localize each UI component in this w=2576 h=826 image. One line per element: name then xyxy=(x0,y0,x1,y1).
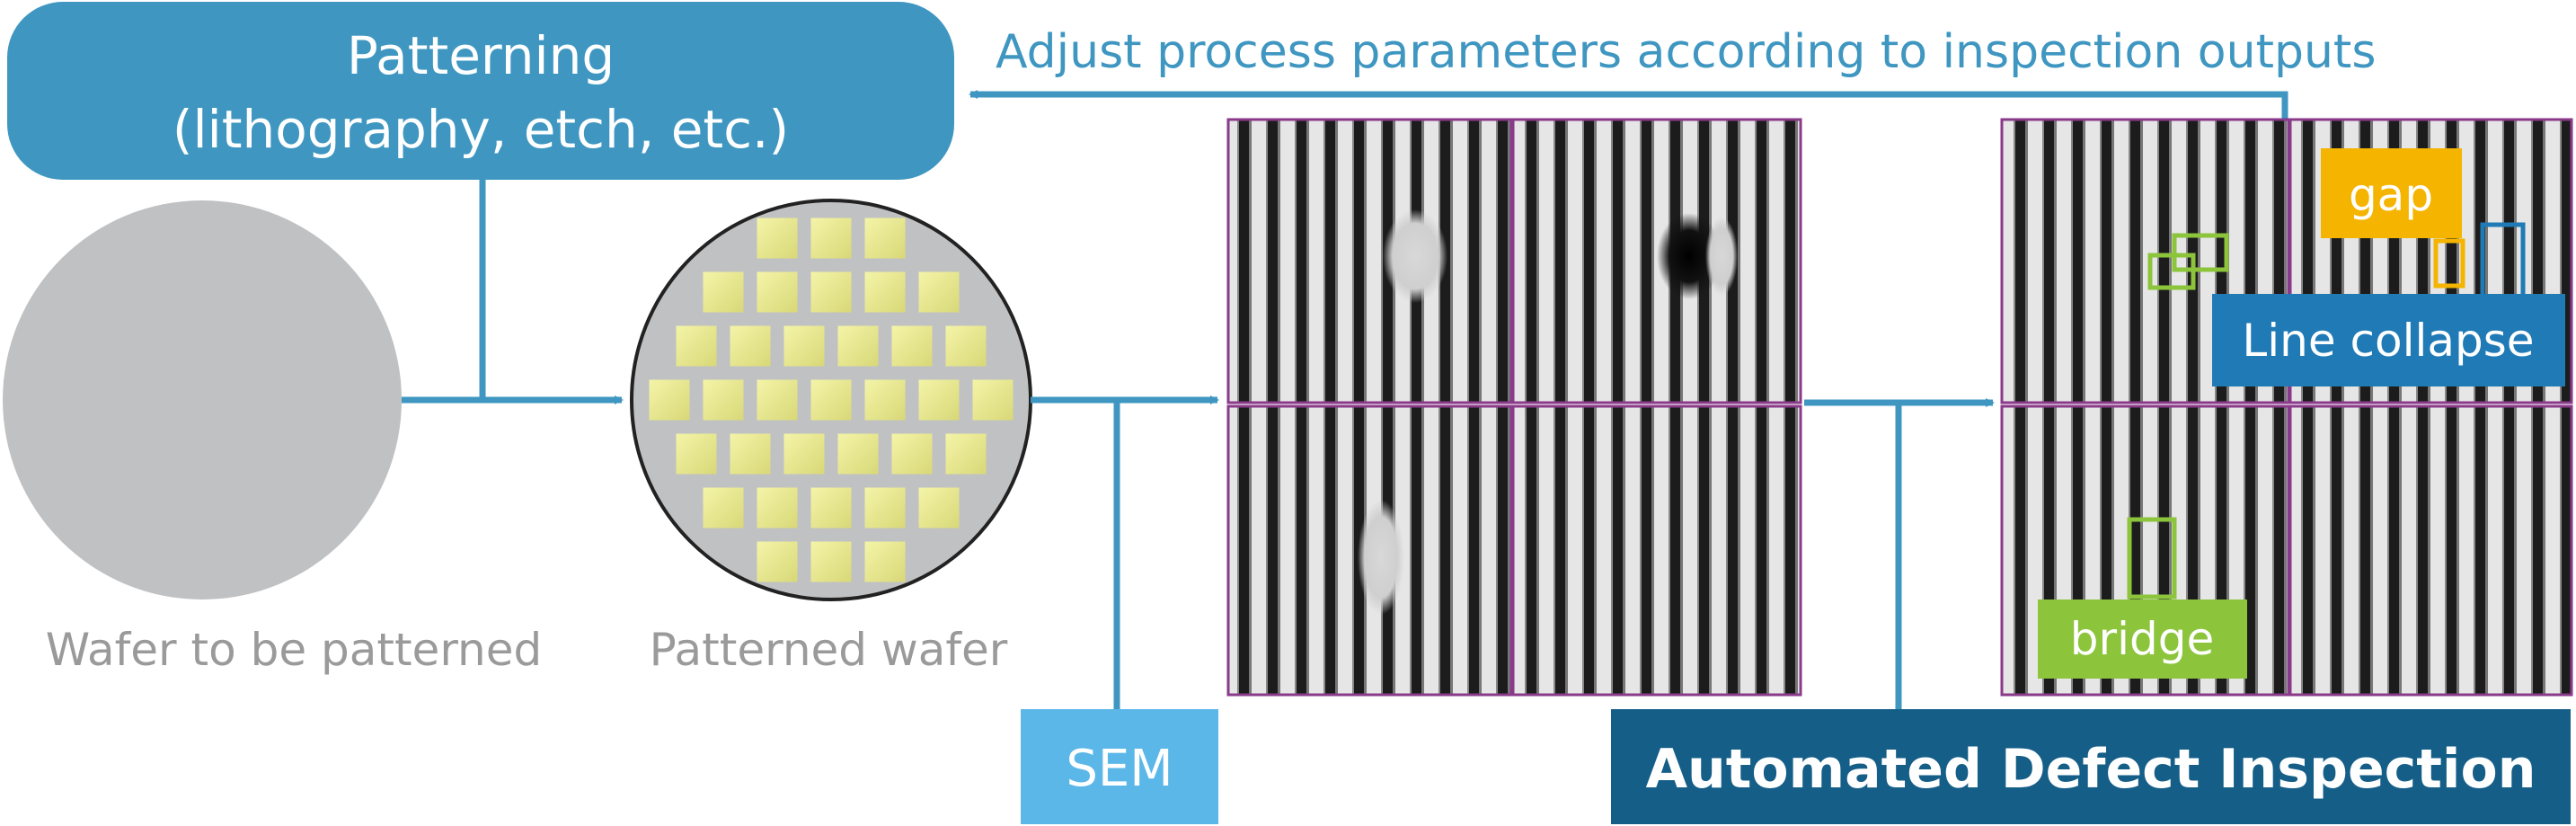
die xyxy=(757,379,798,421)
die xyxy=(703,271,744,313)
sem-defect-blob-1 xyxy=(1383,209,1447,303)
gap-tag xyxy=(2321,148,2462,238)
patterning-subtitle: (lithography, etch, etc.) xyxy=(173,99,789,160)
die xyxy=(810,487,852,528)
die xyxy=(918,487,960,528)
die xyxy=(918,379,960,421)
gap-label: gap xyxy=(2349,169,2433,221)
die xyxy=(783,433,825,475)
die xyxy=(864,379,906,421)
die xyxy=(864,218,906,259)
die xyxy=(810,218,852,259)
die xyxy=(676,325,717,367)
adi-box xyxy=(1611,709,2571,824)
die xyxy=(810,379,852,421)
patterning-title: Patterning xyxy=(347,25,615,86)
sem-image-grid xyxy=(1226,118,1802,697)
die xyxy=(837,325,879,367)
adi-image-4 xyxy=(2288,404,2573,697)
die xyxy=(972,379,1014,421)
bridge-box-large xyxy=(2127,517,2177,600)
wafer-patterned-label: Patterned wafer xyxy=(650,624,1008,676)
die xyxy=(730,325,771,367)
bridge-tag xyxy=(2038,600,2247,679)
die xyxy=(864,271,906,313)
sem-image-1 xyxy=(1226,118,1513,404)
die xyxy=(918,271,960,313)
die xyxy=(757,487,798,528)
collapse-label: Line collapse xyxy=(2242,315,2534,367)
gap-box xyxy=(2433,238,2465,289)
sem-defect-blob-3 xyxy=(1358,500,1404,615)
sem-image-2 xyxy=(1511,118,1802,404)
wafer-blank-label: Wafer to be patterned xyxy=(46,624,542,676)
wafer-blank xyxy=(3,200,402,600)
bridge-box-small-2 xyxy=(2172,233,2229,272)
die xyxy=(757,218,798,259)
die xyxy=(864,487,906,528)
die xyxy=(757,541,798,582)
die xyxy=(783,325,825,367)
die xyxy=(703,379,744,421)
adi-image-grid: gap Line collapse bridge xyxy=(2000,118,2573,697)
collapse-tag xyxy=(2212,294,2565,386)
sem-defect-blob-2 xyxy=(1657,213,1722,299)
die xyxy=(945,325,987,367)
die xyxy=(649,379,690,421)
die xyxy=(730,433,771,475)
die xyxy=(703,487,744,528)
bridge-label: bridge xyxy=(2070,613,2214,665)
die xyxy=(810,541,852,582)
die xyxy=(837,433,879,475)
feedback-arrow xyxy=(969,90,2288,126)
sem-defect-blob-2b xyxy=(1705,217,1738,296)
die xyxy=(757,271,798,313)
sem-box xyxy=(1021,709,1218,824)
sem-image-4 xyxy=(1511,404,1802,697)
die-grid xyxy=(649,218,1014,582)
die xyxy=(864,541,906,582)
adi-label: Automated Defect Inspection xyxy=(1646,738,2536,801)
patterning-box xyxy=(7,2,954,180)
die xyxy=(891,325,933,367)
die xyxy=(891,433,933,475)
die xyxy=(810,271,852,313)
sem-label: SEM xyxy=(1066,740,1173,798)
feedback-label: Adjust process parameters according to i… xyxy=(996,25,2376,79)
die xyxy=(945,433,987,475)
die xyxy=(676,433,717,475)
